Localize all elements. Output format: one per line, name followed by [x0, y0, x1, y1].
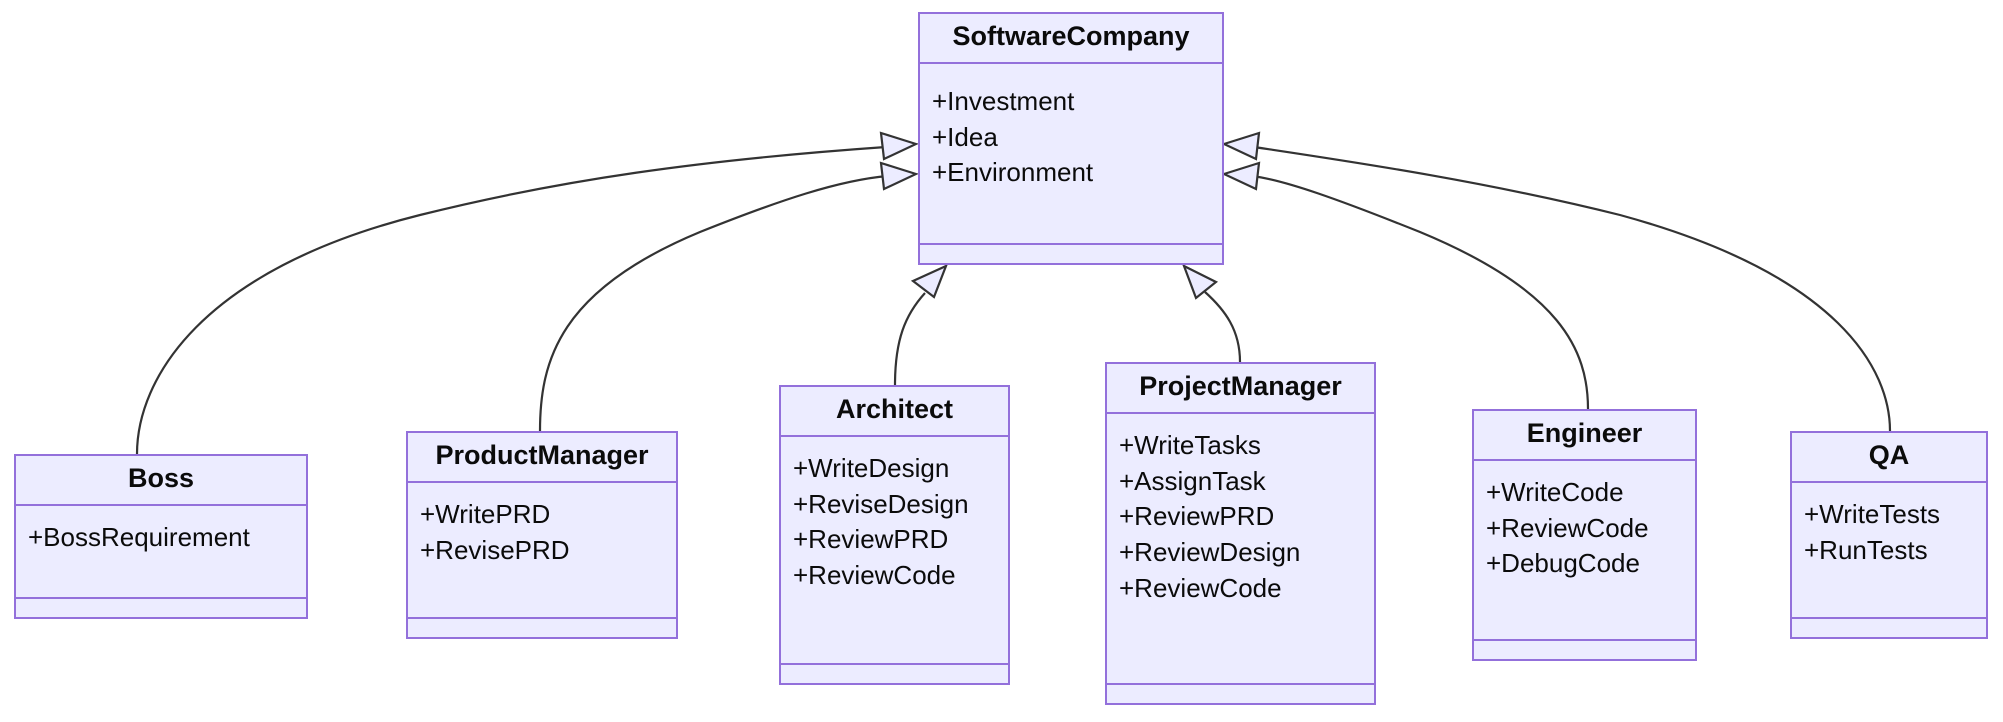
attribute-item: +ReviewPRD — [1119, 501, 1275, 532]
class-name-architect: Architect — [835, 394, 954, 424]
uml-class-softwarecompany[interactable]: SoftwareCompany +Investment +Idea +Envir… — [918, 12, 1224, 265]
compartment-divider — [16, 503, 306, 506]
attribute-item: +ReviewCode — [793, 560, 956, 591]
inheritance-arrowhead — [1220, 161, 1261, 191]
methods-compartment-productmanager — [408, 619, 676, 637]
attributes-compartment-boss: +BossRequirement — [16, 506, 306, 597]
methods-compartment-architect — [781, 665, 1008, 683]
uml-class-boss[interactable]: Boss +BossRequirement — [14, 454, 308, 619]
attribute-item: +WriteTests — [1804, 498, 1941, 529]
compartment-divider — [16, 597, 306, 599]
inheritance-arrowhead — [879, 161, 920, 191]
inheritance-arrowhead — [1181, 263, 1219, 300]
attributes-compartment-productmanager: +WritePRD +RevisePRD — [408, 483, 676, 617]
attribute-item: +ReviewDesign — [1119, 537, 1301, 568]
attribute-item: +ReviewPRD — [793, 524, 949, 555]
compartment-divider — [408, 480, 676, 483]
attribute-item: +RevisePRD — [420, 534, 570, 565]
attribute-item: +ReviewCode — [1486, 512, 1649, 543]
attributes-compartment-engineer: +WriteCode +ReviewCode +DebugCode — [1474, 461, 1695, 639]
class-name-projectmanager: ProjectManager — [1139, 371, 1342, 401]
methods-compartment-boss — [16, 599, 306, 617]
compartment-divider — [1792, 480, 1986, 483]
attribute-item: +WriteDesign — [793, 452, 950, 483]
attribute-item: +WriteCode — [1486, 476, 1624, 507]
attribute-item: +WritePRD — [420, 498, 551, 529]
methods-compartment-softwarecompany — [920, 245, 1222, 263]
class-name-productmanager: ProductManager — [435, 440, 649, 470]
class-name-softwarecompany: SoftwareCompany — [952, 21, 1190, 51]
compartment-divider — [1107, 411, 1374, 414]
attribute-item: +Idea — [932, 121, 998, 152]
uml-class-qa[interactable]: QA +WriteTests +RunTests — [1790, 431, 1988, 639]
attributes-compartment-qa: +WriteTests +RunTests — [1792, 483, 1986, 617]
compartment-divider — [920, 243, 1222, 245]
compartment-divider — [1107, 683, 1374, 685]
edge-projectmanager-to-softwarecompany — [1181, 263, 1242, 363]
uml-class-productmanager[interactable]: ProductManager +WritePRD +RevisePRD — [406, 431, 678, 639]
uml-class-projectmanager[interactable]: ProjectManager +WriteTasks +AssignTask +… — [1105, 362, 1376, 705]
methods-compartment-projectmanager — [1107, 685, 1374, 703]
class-name-boss: Boss — [127, 463, 195, 493]
compartment-divider — [781, 434, 1008, 437]
compartment-divider — [920, 61, 1222, 64]
uml-class-engineer[interactable]: Engineer +WriteCode +ReviewCode +DebugCo… — [1472, 409, 1697, 661]
attribute-item: +AssignTask — [1119, 465, 1266, 496]
attribute-item: +DebugCode — [1486, 548, 1640, 579]
attributes-compartment-projectmanager: +WriteTasks +AssignTask +ReviewPRD +Revi… — [1107, 414, 1374, 683]
class-name-engineer: Engineer — [1526, 418, 1643, 448]
attribute-item: +Environment — [932, 157, 1094, 188]
compartment-divider — [1474, 458, 1695, 461]
attributes-compartment-architect: +WriteDesign +ReviseDesign +ReviewPRD +R… — [781, 437, 1008, 663]
attribute-item: +BossRequirement — [28, 521, 250, 552]
attributes-compartment-softwarecompany: +Investment +Idea +Environment — [920, 64, 1222, 243]
attribute-item: +WriteTasks — [1119, 429, 1261, 460]
methods-compartment-qa — [1792, 619, 1986, 637]
edge-architect-to-softwarecompany — [893, 263, 948, 386]
methods-compartment-engineer — [1474, 641, 1695, 659]
attribute-item: +RunTests — [1804, 534, 1928, 565]
attribute-item: +Investment — [932, 85, 1075, 116]
compartment-divider — [1792, 617, 1986, 619]
inheritance-arrowhead — [1220, 131, 1261, 161]
compartment-divider — [781, 663, 1008, 665]
attribute-item: +ReviewCode — [1119, 573, 1282, 604]
uml-class-architect[interactable]: Architect +WriteDesign +ReviseDesign +Re… — [779, 385, 1010, 685]
compartment-divider — [1474, 639, 1695, 641]
class-name-qa: QA — [1868, 440, 1910, 470]
inheritance-arrowhead — [879, 131, 920, 161]
attribute-item: +ReviseDesign — [793, 488, 969, 519]
inheritance-arrowhead — [910, 263, 948, 299]
compartment-divider — [408, 617, 676, 619]
